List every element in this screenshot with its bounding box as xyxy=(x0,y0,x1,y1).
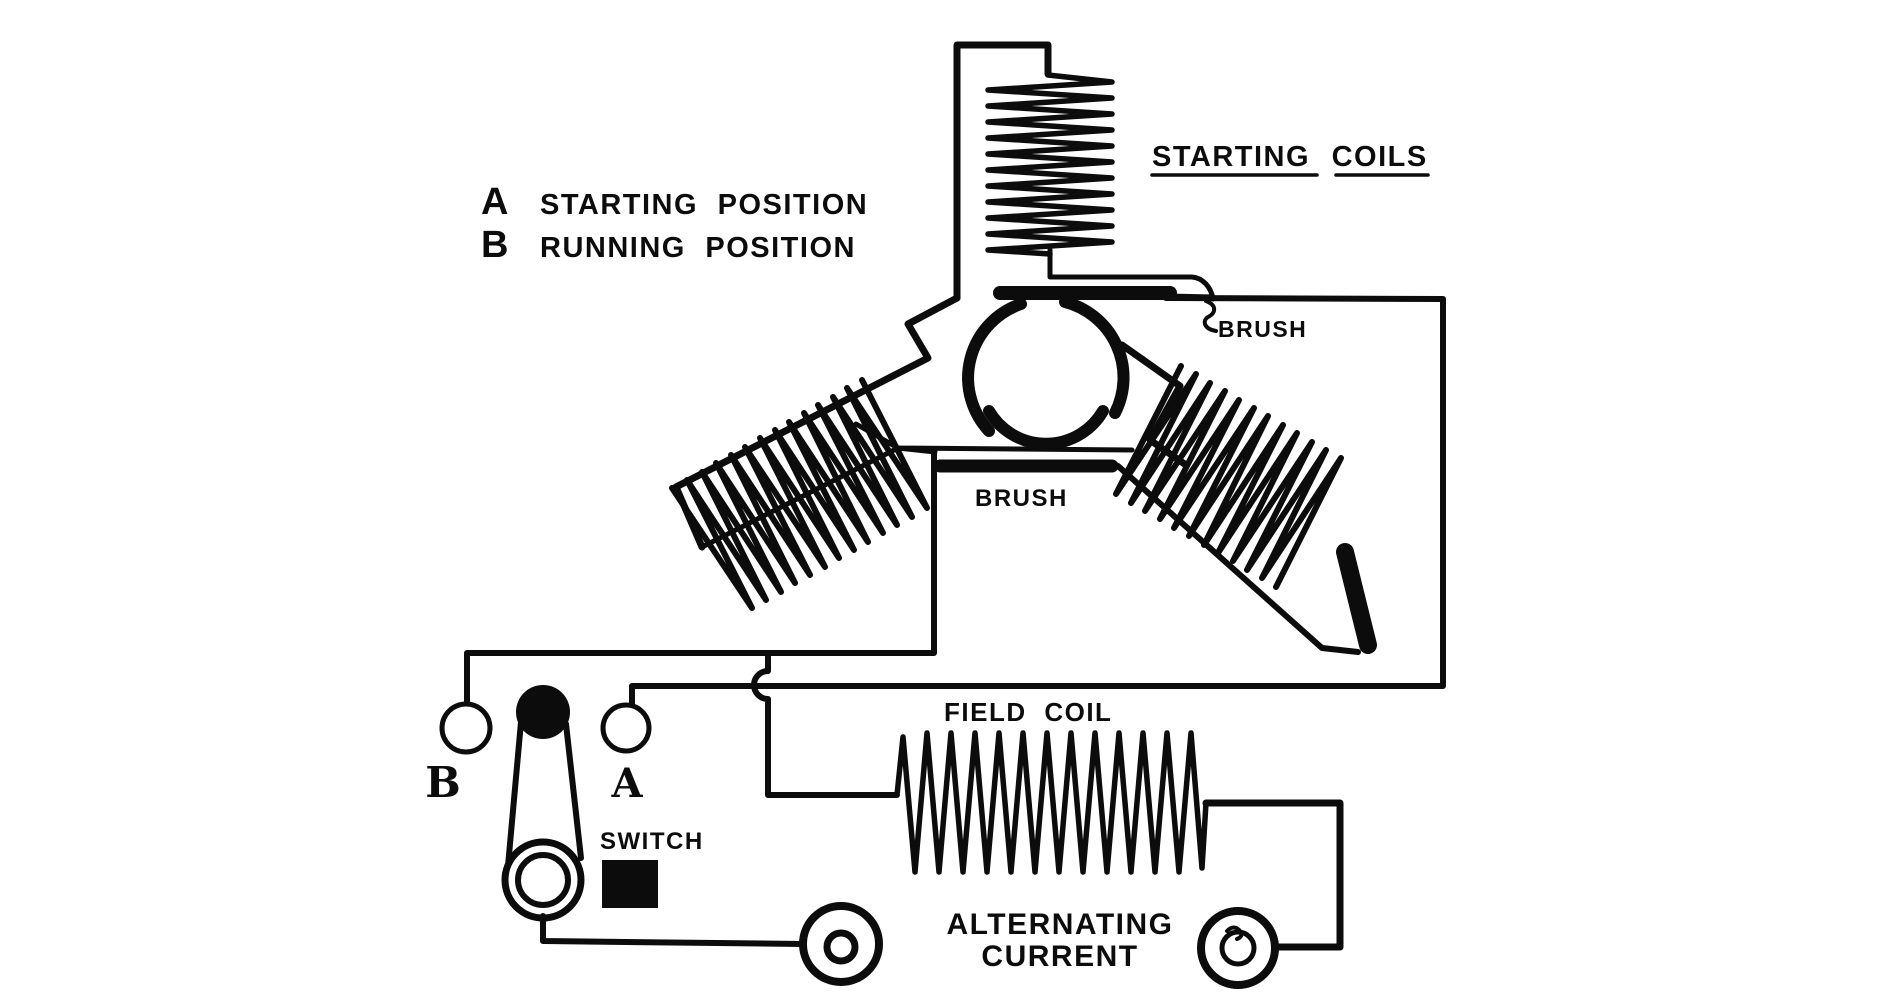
brush-label-bottom: BRUSH xyxy=(975,485,1068,512)
right-arm-end-plate xyxy=(1336,543,1377,654)
contact-a-label: A xyxy=(610,760,643,807)
alternating-current-label-line1: ALTERNATING xyxy=(946,908,1173,941)
legend-label-b: RUNNING POSITION xyxy=(540,232,856,264)
legend-key-b: B xyxy=(481,224,510,266)
contact-b-terminal[interactable] xyxy=(439,701,493,755)
field-coil xyxy=(894,730,1209,875)
top-brush-pointer xyxy=(1202,299,1218,333)
bottom-brush xyxy=(853,421,1135,473)
right-starting-coil xyxy=(1113,363,1344,590)
switch-lever-body-left xyxy=(505,719,524,869)
switch-assembly[interactable] xyxy=(439,685,658,922)
contact-b-label: B xyxy=(425,758,461,807)
wire-a-to-top-brush xyxy=(629,295,1446,708)
right-arm-frame xyxy=(1115,341,1377,655)
brush-label-top: BRUSH xyxy=(1218,316,1307,342)
legend-label-a: STARTING POSITION xyxy=(540,189,868,221)
switch-base-block xyxy=(602,860,658,908)
switch-pivot-outer xyxy=(501,838,585,922)
rotor-commutator xyxy=(962,296,1130,450)
switch-lever-body-right xyxy=(563,721,584,861)
terminal-screw-detail xyxy=(1225,925,1244,941)
field-coil-label: FIELD COIL xyxy=(944,697,1112,727)
ac-terminal-left[interactable] xyxy=(799,902,883,986)
switch-pivot-inner xyxy=(515,852,571,908)
ac-terminal-right[interactable] xyxy=(1197,907,1279,989)
starting-coils-title: STARTING COILS xyxy=(1152,141,1428,173)
left-starting-coil xyxy=(669,377,930,611)
wire-bottom-brush-to-b xyxy=(464,449,937,706)
wire-field-coil-to-right-terminal xyxy=(1202,799,1344,951)
wire-field-coil-feed xyxy=(751,650,900,798)
switch-label: SWITCH xyxy=(600,828,704,855)
contact-a-terminal[interactable] xyxy=(600,702,652,754)
top-starting-coil xyxy=(985,72,1115,257)
legend-key-a: A xyxy=(481,181,510,223)
wire-switch-to-left-terminal xyxy=(540,913,805,947)
alternating-current-label-line2: CURRENT xyxy=(981,940,1138,973)
switch-lever-knob[interactable] xyxy=(516,685,570,739)
